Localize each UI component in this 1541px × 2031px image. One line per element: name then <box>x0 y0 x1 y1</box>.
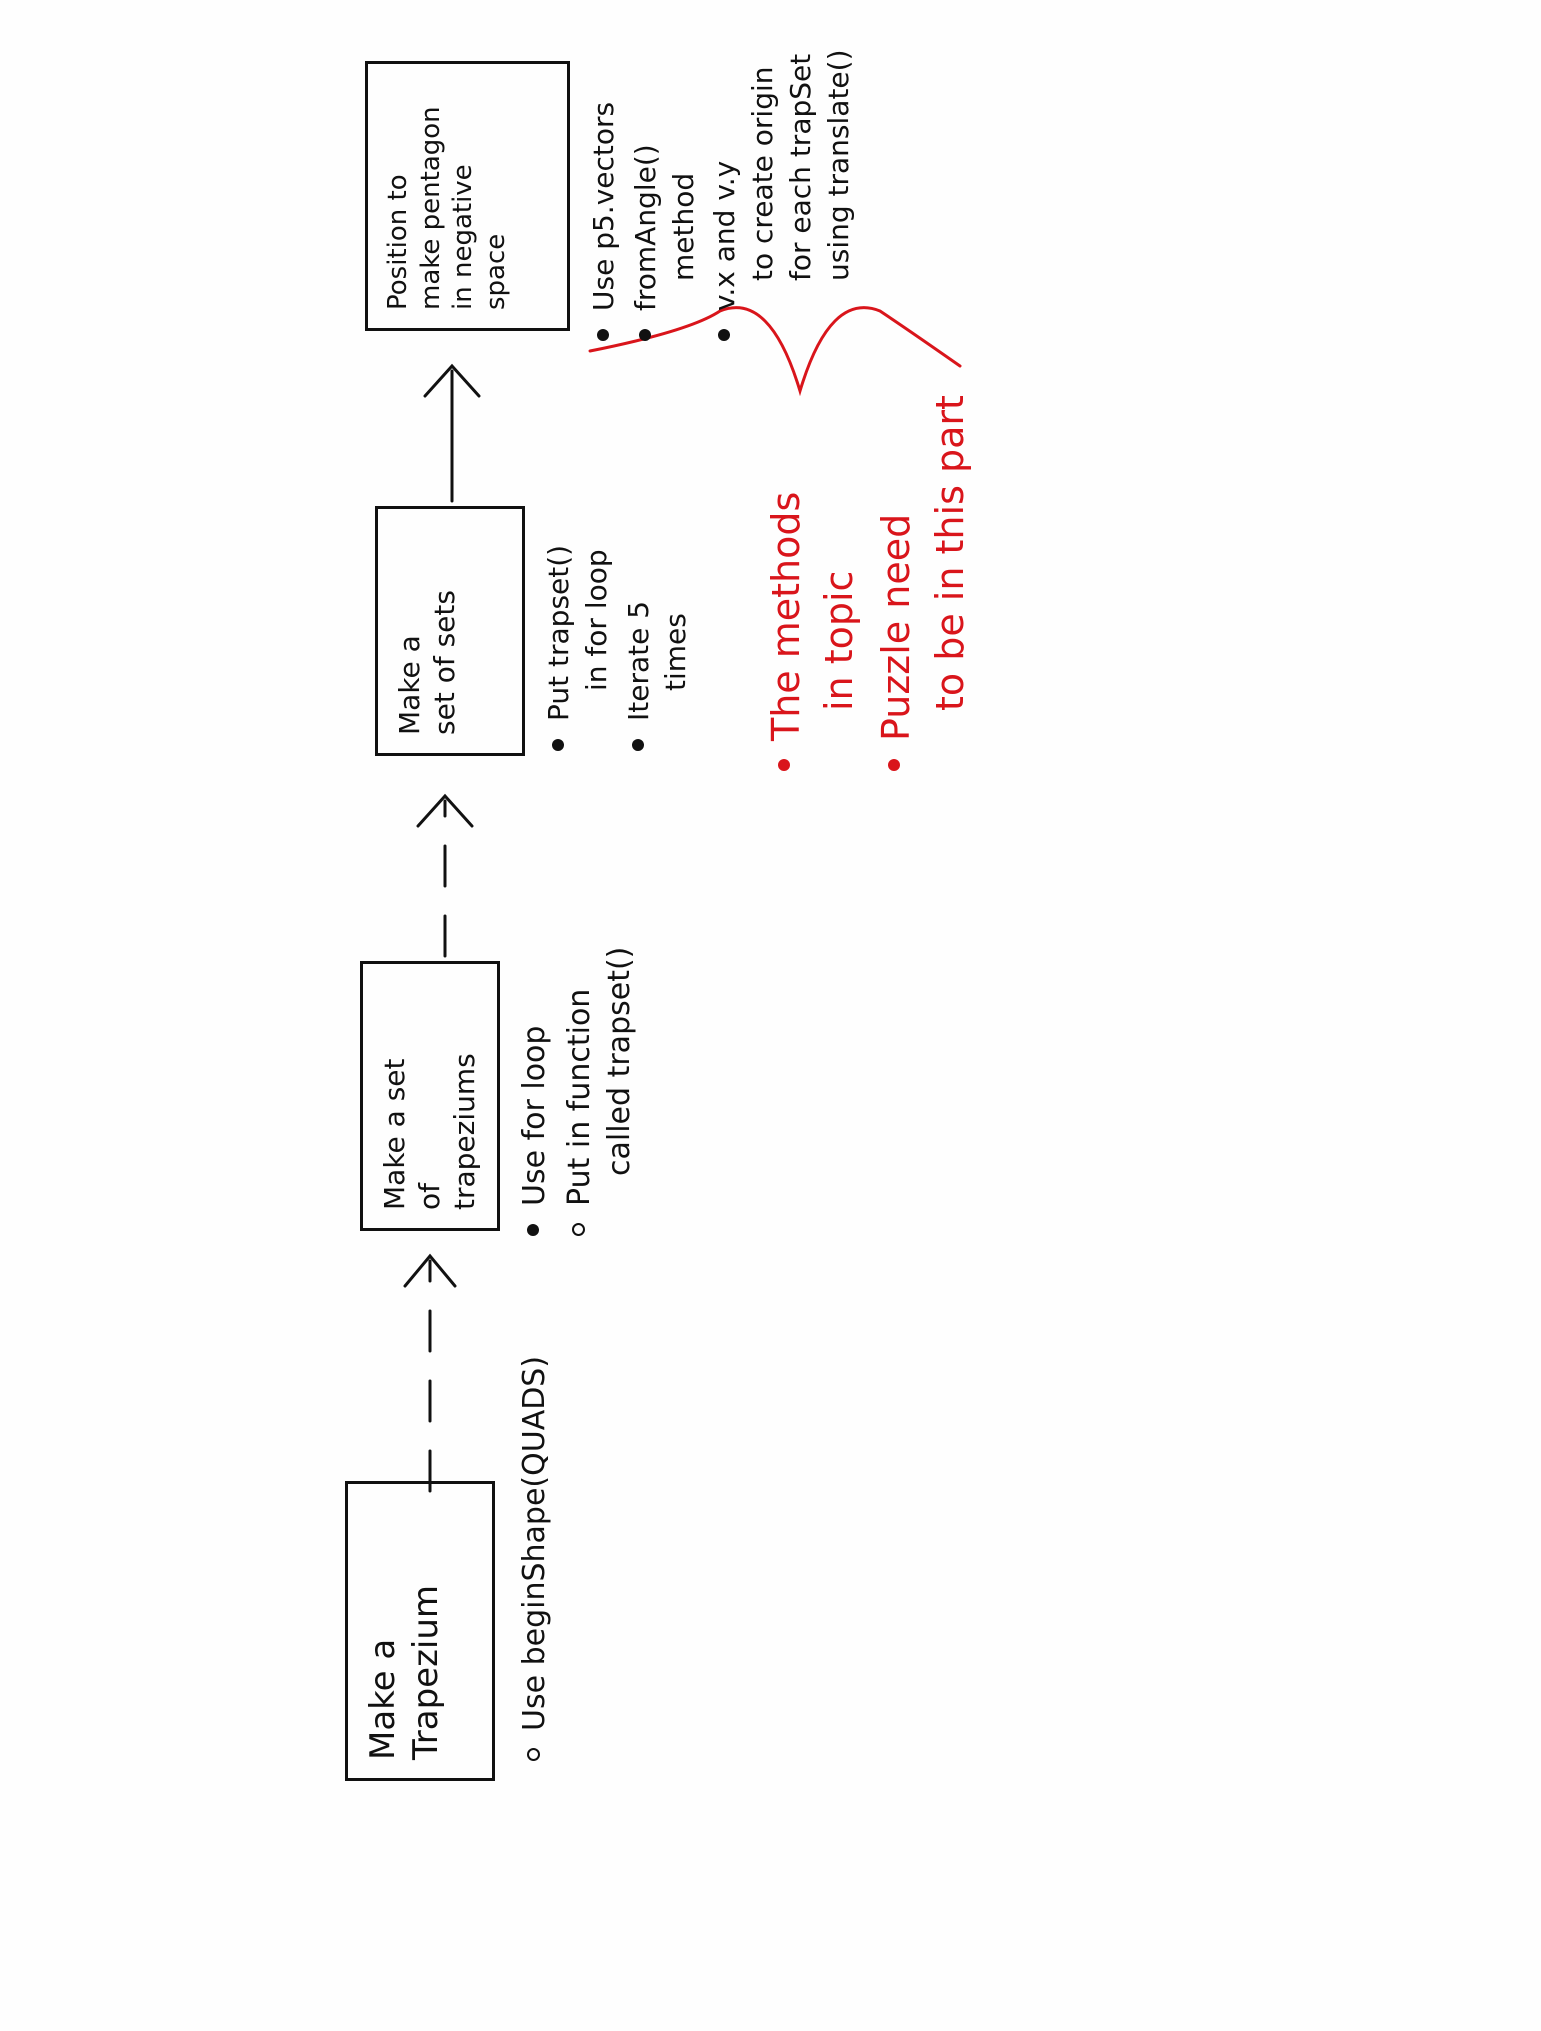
note-item: v.x and v.y to create origin for each tr… <box>706 21 857 341</box>
note-item: Use for loop <box>515 936 556 1236</box>
note-text: Use p5.vectors <box>587 101 620 311</box>
red-note-item: The methods in topic <box>760 351 866 771</box>
red-note-text: Puzzle need <box>874 513 919 741</box>
arrowhead-3-4 <box>423 363 481 398</box>
note-text: Put in function <box>561 988 597 1206</box>
bullet-icon <box>631 739 644 751</box>
note-subtext: to create origin for each trapSet using … <box>746 49 855 281</box>
note-text: Use beginShape(QUADS) <box>517 1355 552 1731</box>
step-title-line: in negative <box>448 164 478 310</box>
arrowhead-2-3 <box>416 793 474 828</box>
note-subtext: in for loop <box>579 549 613 691</box>
note-text: Use for loop <box>517 1025 552 1206</box>
step-box-make-set-of-sets: Make a set of sets <box>375 506 525 756</box>
note-item: Iterate 5 times <box>620 491 696 751</box>
bullet-icon <box>778 759 790 771</box>
note-subtext: method <box>666 172 700 281</box>
note-subtext: times <box>659 613 693 691</box>
step-box-make-set-of-trapeziums: Make a set of trapeziums <box>360 961 500 1231</box>
step-title-line: make pentagon <box>415 106 446 310</box>
step-notes: Use beginShape(QUADS) <box>515 1321 560 1761</box>
red-note-subtext: in topic <box>817 570 862 711</box>
step-title-line: set of sets <box>428 590 461 735</box>
step-title-line: space <box>480 233 511 310</box>
note-text: v.x and v.y <box>708 160 742 311</box>
step-box-make-trapezium: Make a Trapezium <box>345 1481 495 1781</box>
step-title-line: Make a set <box>378 1058 411 1210</box>
step-notes: Use for loop Put in function called trap… <box>515 936 645 1236</box>
note-item: fromAngle() method <box>627 21 703 341</box>
step-box-position-pentagon: Position to make pentagon in negative sp… <box>365 61 570 331</box>
bullet-icon <box>718 329 731 341</box>
step-title-line: Make a <box>363 1638 403 1760</box>
step-notes: Put trapset() in for loop Iterate 5 time… <box>540 491 699 751</box>
bullet-icon <box>638 329 651 341</box>
note-item: Use beginShape(QUADS) <box>515 1321 556 1761</box>
note-text: fromAngle() <box>628 144 662 311</box>
note-item: Use p5.vectors <box>585 21 623 341</box>
red-notes: The methods in topic Puzzle need to be i… <box>760 351 981 771</box>
bullet-icon <box>597 329 609 341</box>
red-note-subtext: to be in this part <box>927 395 972 711</box>
step-title-line: Make a <box>393 635 426 735</box>
step-title-line: trapeziums <box>448 1053 481 1210</box>
bullet-icon <box>527 1224 539 1236</box>
step-title-line: Position to <box>383 174 413 310</box>
note-item: Put trapset() in for loop <box>540 491 616 751</box>
bullet-icon <box>552 739 564 751</box>
step-notes: Use p5.vectors fromAngle() method v.x an… <box>585 21 862 341</box>
step-title-line: Trapezium <box>405 1584 446 1760</box>
red-brace <box>588 306 962 397</box>
red-note-text: The methods <box>764 491 808 741</box>
step-title-line: of <box>413 1183 446 1210</box>
bullet-icon <box>888 759 901 771</box>
note-text: Iterate 5 <box>621 600 655 721</box>
bullet-icon <box>527 1748 540 1761</box>
bullet-icon <box>571 1223 585 1236</box>
arrowhead-1-2 <box>403 1253 457 1288</box>
note-text: Put trapset() <box>542 544 575 721</box>
note-item: Put in function called trapset() <box>560 936 641 1236</box>
note-subtext: called trapset() <box>602 946 637 1176</box>
red-note-item: Puzzle need to be in this part <box>870 351 976 771</box>
